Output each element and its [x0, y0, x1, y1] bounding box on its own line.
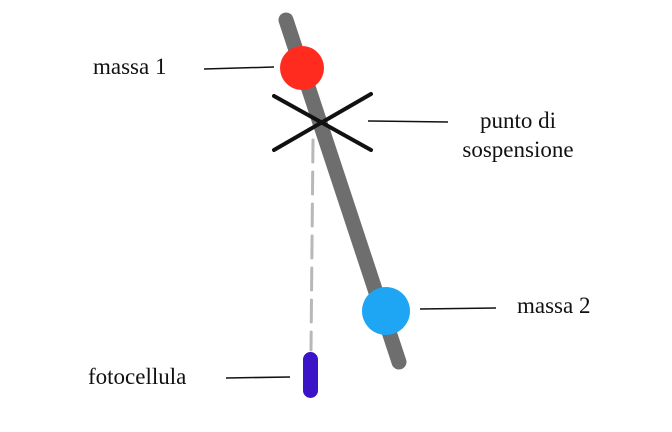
pivot-label-line-1: punto di	[479, 108, 557, 133]
mass-2-label: massa 2	[517, 293, 591, 318]
pivot-cross	[272, 92, 373, 152]
leader-line-photocell	[225, 376, 291, 379]
leader-line-mass-2	[419, 307, 497, 310]
pivot-point-label: punto di sospensione	[448, 106, 588, 164]
mass-2-ball	[362, 287, 410, 335]
photocell-label: fotocellula	[88, 364, 187, 389]
photocell-sensor	[303, 352, 318, 398]
mass-1-ball	[280, 46, 324, 90]
mass-1-label: massa 1	[93, 54, 167, 79]
vertical-reference-line	[309, 138, 315, 352]
leader-line-mass-1	[203, 66, 275, 70]
pivot-label-line-2: sospensione	[462, 137, 574, 162]
leader-line-pivot	[367, 120, 449, 123]
